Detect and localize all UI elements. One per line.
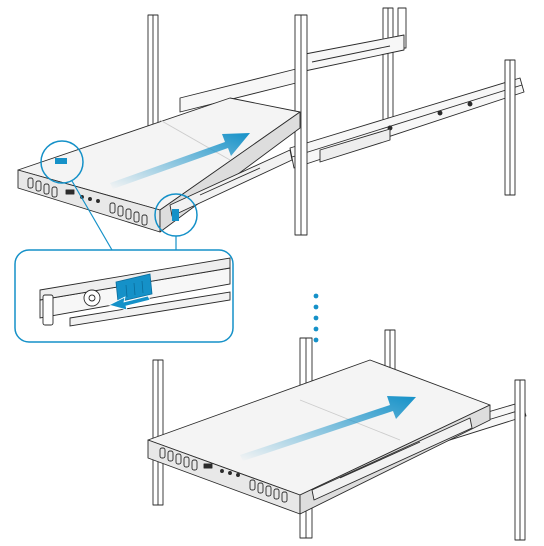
top-step-illustration [17, 7, 525, 251]
top-callout-marker-left [40, 140, 84, 184]
server-chassis-bottom [147, 359, 491, 515]
front-rack-post-far-right-bottom [514, 379, 526, 541]
push-direction-arrow-icon [110, 133, 250, 189]
rear-rack-post-left-bottom [152, 359, 164, 506]
bottom-step-illustration [147, 329, 527, 541]
front-rack-post-far-right [504, 59, 516, 196]
callout-zoom-panel [14, 249, 234, 343]
release-latch-tab-icon [115, 273, 153, 303]
front-bezel-vents-bottom [159, 447, 288, 503]
front-slide-rail-right [289, 77, 525, 169]
server-chassis-top [17, 97, 301, 233]
front-bezel-vents [27, 177, 148, 226]
release-direction-arrow-icon [107, 295, 151, 311]
rear-slide-rail [179, 34, 405, 113]
front-rack-post-center [294, 14, 308, 236]
step-separator-dots [313, 293, 319, 343]
push-direction-arrow-icon [240, 396, 416, 461]
front-panel-controls-bottom [203, 463, 240, 477]
callout-leader-left [71, 180, 113, 251]
